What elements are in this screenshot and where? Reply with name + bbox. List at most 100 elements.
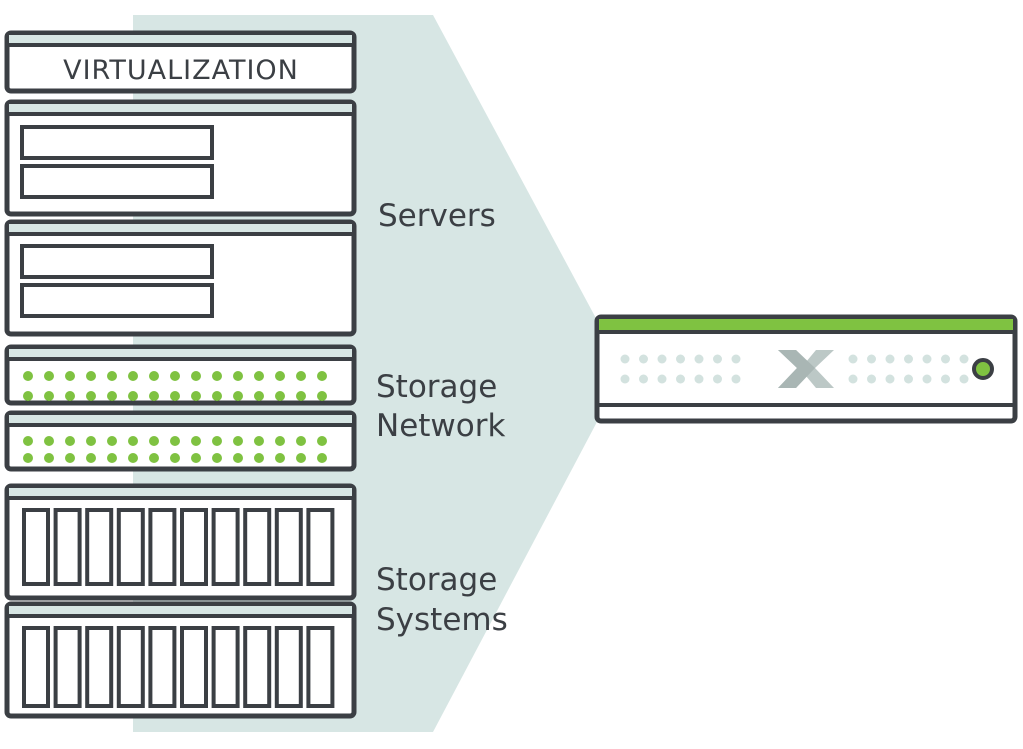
drive-bay <box>211 508 240 586</box>
port-light <box>296 453 306 463</box>
vent-dot <box>620 354 630 364</box>
port-light <box>254 371 264 381</box>
vent-dot <box>713 374 722 384</box>
vent-dot <box>941 374 950 384</box>
drive-bay <box>22 508 50 586</box>
port-light <box>254 436 264 446</box>
vent-dot <box>848 354 858 364</box>
storage-array-1 <box>4 483 357 601</box>
port-light <box>65 436 75 446</box>
port-light <box>107 371 117 381</box>
port-light <box>191 371 201 381</box>
vent-dot <box>867 374 876 384</box>
server-drive-slot <box>20 244 214 279</box>
port-light <box>275 391 285 401</box>
port-light <box>44 391 54 401</box>
port-light <box>191 453 201 463</box>
port-light <box>212 436 222 446</box>
vent-dot <box>713 354 722 364</box>
vent-dot <box>731 354 741 364</box>
port-light <box>23 371 33 381</box>
drive-bay <box>53 626 82 708</box>
vent-dot <box>959 374 969 384</box>
port-light <box>317 436 327 446</box>
vent-dot <box>885 374 895 384</box>
drive-bay <box>85 508 114 586</box>
vent-dot <box>904 354 913 364</box>
storage-drive-bays <box>22 626 335 708</box>
vent-dot <box>922 354 932 364</box>
port-light <box>23 436 33 446</box>
vent-dot <box>657 374 667 384</box>
port-light <box>170 436 180 446</box>
port-light <box>317 391 327 401</box>
server-unit-1 <box>4 99 357 217</box>
port-light <box>275 453 285 463</box>
port-light <box>86 436 96 446</box>
appliance-vent-dots-right <box>848 354 969 384</box>
port-light <box>128 436 138 446</box>
port-light <box>107 391 117 401</box>
vent-dot <box>867 354 876 364</box>
x-logo-icon <box>778 350 834 388</box>
port-light <box>65 391 75 401</box>
vent-dot <box>959 354 969 364</box>
drive-bay <box>148 508 177 586</box>
drive-bay <box>243 508 272 586</box>
storage-systems-label-line2: Systems <box>376 602 508 638</box>
drive-bay <box>306 626 335 708</box>
storage-array-2 <box>4 601 357 719</box>
port-light <box>23 453 33 463</box>
port-light <box>107 453 117 463</box>
vent-dot <box>904 374 913 384</box>
vent-dot <box>694 374 704 384</box>
port-light <box>86 391 96 401</box>
port-light <box>233 453 243 463</box>
port-light <box>275 371 285 381</box>
drive-bay <box>243 626 272 708</box>
port-light <box>212 453 222 463</box>
drive-bay <box>116 626 145 708</box>
virtualization-label: VIRTUALIZATION <box>63 55 299 86</box>
port-light <box>296 371 306 381</box>
vent-dot <box>731 374 741 384</box>
port-light <box>149 371 159 381</box>
port-light <box>128 453 138 463</box>
port-light <box>296 436 306 446</box>
appliance-vent-dots-left <box>620 354 741 384</box>
port-light <box>254 391 264 401</box>
port-light <box>170 453 180 463</box>
server-drive-slot <box>20 125 214 160</box>
port-light <box>44 436 54 446</box>
port-light <box>233 436 243 446</box>
network-switch-2 <box>4 410 357 472</box>
vent-dot <box>941 354 950 364</box>
vent-dot <box>620 374 630 384</box>
vent-dot <box>639 354 648 364</box>
port-light <box>275 436 285 446</box>
port-light <box>44 371 54 381</box>
port-light <box>86 453 96 463</box>
storage-systems-label-line1: Storage <box>376 562 497 598</box>
port-light <box>170 371 180 381</box>
port-light <box>317 453 327 463</box>
server-drive-slot <box>20 164 214 199</box>
drive-bay <box>211 626 240 708</box>
drive-bay <box>53 508 82 586</box>
vent-dot <box>676 354 685 364</box>
storage-network-label-line2: Network <box>376 408 505 444</box>
drive-bay <box>180 508 208 586</box>
server-unit-2 <box>4 219 357 337</box>
converged-appliance <box>594 314 1018 424</box>
port-light <box>212 371 222 381</box>
port-light <box>191 391 201 401</box>
vent-dot <box>657 354 667 364</box>
port-light <box>128 371 138 381</box>
vent-dot <box>885 354 895 364</box>
port-light <box>107 436 117 446</box>
drive-bay <box>274 626 303 708</box>
port-light <box>191 436 201 446</box>
port-light <box>233 391 243 401</box>
port-light <box>86 371 96 381</box>
